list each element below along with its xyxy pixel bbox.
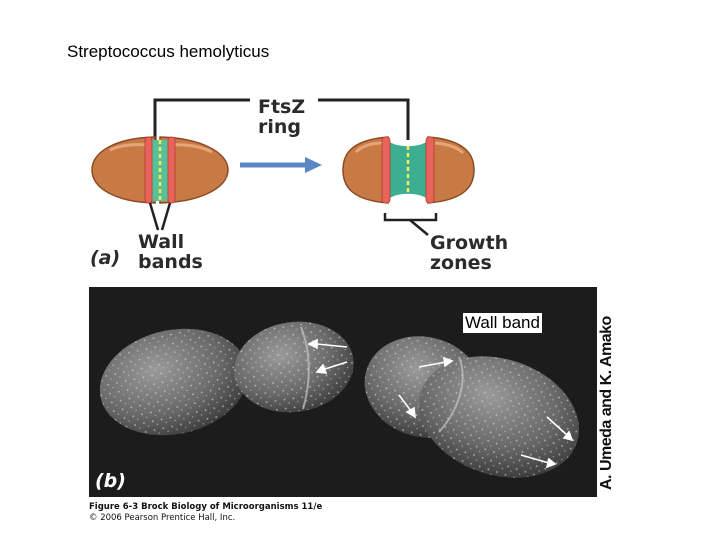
dividing-cell-left xyxy=(92,137,228,203)
ftsz-callout-line xyxy=(155,100,250,140)
caption-line-2: © 2006 Pearson Prentice Hall, Inc. xyxy=(89,513,322,524)
growth-zones-line1: Growth xyxy=(430,233,508,253)
wall-band-left-a xyxy=(145,137,152,203)
growth-zone-bracket xyxy=(385,213,436,220)
dividing-cell-right xyxy=(343,137,474,203)
caption-line-1: Figure 6-3 Brock Biology of Microorganis… xyxy=(89,502,322,513)
wall-band-callout: Wall band xyxy=(463,313,542,333)
ftsz-label-line2: ring xyxy=(258,117,305,137)
wall-bands-line2: bands xyxy=(138,252,203,272)
wall-bands-label: Wall bands xyxy=(138,232,203,272)
panel-b-label: (b) xyxy=(95,470,126,492)
photo-credit: A. Umeda and K. Amako xyxy=(598,316,616,490)
wall-band-pointer-a xyxy=(150,203,158,230)
wall-band-pointer-b xyxy=(162,203,170,230)
progression-arrow-icon xyxy=(240,157,322,173)
wall-band-right-a xyxy=(382,137,390,203)
wall-band-right-b xyxy=(426,137,434,203)
growth-zone-pointer xyxy=(410,220,428,235)
ftsz-callout-line-right xyxy=(318,100,408,140)
panel-a-label: (a) xyxy=(90,247,120,269)
figure-caption: Figure 6-3 Brock Biology of Microorganis… xyxy=(89,502,322,524)
wall-band-left-b xyxy=(168,137,175,203)
ftsz-label: FtsZ ring xyxy=(258,97,305,137)
ftsz-label-line1: FtsZ xyxy=(258,97,305,117)
growth-zones-label: Growth zones xyxy=(430,233,508,273)
growth-zones-line2: zones xyxy=(430,253,508,273)
wall-bands-line1: Wall xyxy=(138,232,203,252)
